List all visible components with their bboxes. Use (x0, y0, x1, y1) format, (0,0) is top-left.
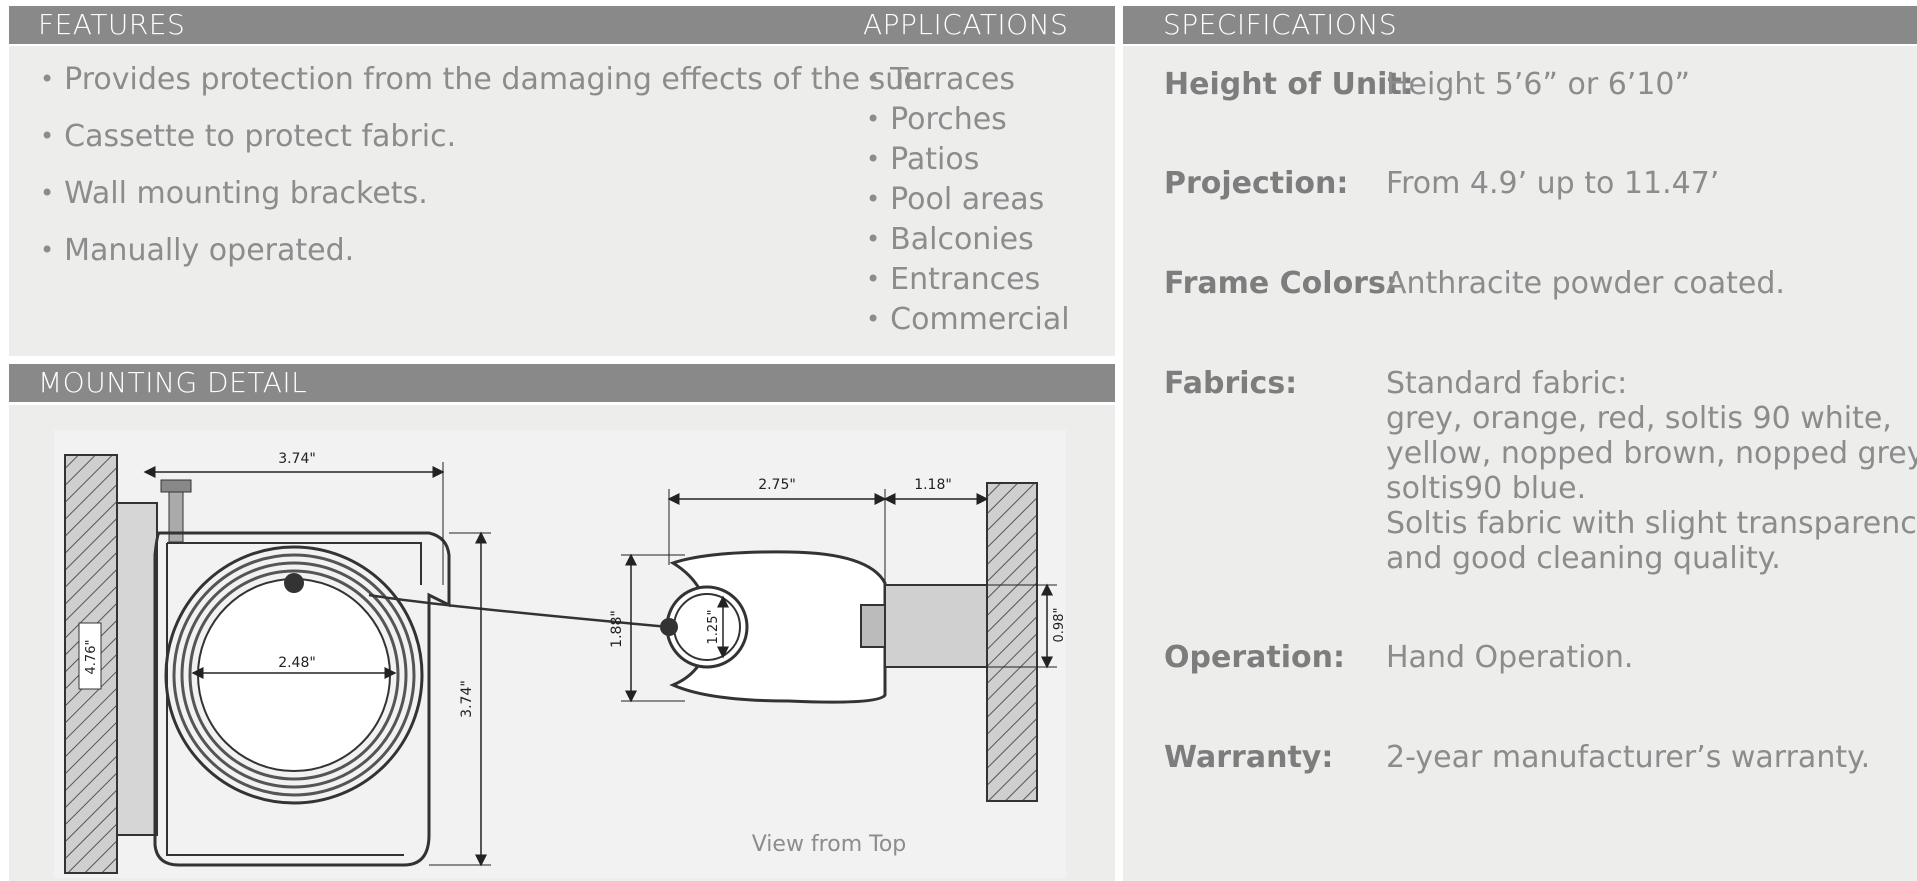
spec-value: From 4.9’ up to 11.47’ (1386, 166, 1720, 201)
cassette-inner (166, 542, 422, 856)
cassette-profile (153, 531, 451, 867)
wall-bracket (116, 502, 158, 836)
fabric-roll-layer (180, 561, 408, 789)
spec-label: Fabrics: (1164, 366, 1298, 401)
fabric-roll-layer (172, 553, 416, 797)
features-list: Provides protection from the damaging ef… (40, 62, 933, 290)
fabric-roll-outer (164, 545, 424, 805)
spec-value: 2-year manufacturer’s warranty. (1386, 740, 1871, 775)
feature-item: Cassette to protect fabric. (40, 119, 933, 176)
fabric-line (368, 593, 670, 629)
application-item: Patios (866, 142, 1070, 182)
roll-core (197, 578, 391, 772)
roll-axle (284, 573, 304, 593)
bracket-label-box (78, 622, 102, 690)
specifications-header-bar: SPECIFICATIONS (1123, 6, 1917, 44)
application-item: Entrances (866, 262, 1070, 302)
dimension-label: 2.48" (278, 655, 316, 671)
specifications-panel (1123, 46, 1917, 881)
dimension-label: 3.74" (459, 680, 475, 718)
features-heading: FEATURES (38, 8, 186, 41)
applications-heading: APPLICATIONS (863, 8, 1069, 41)
mounting-detail-drawing: 4.76" 3.74" 3.74" 2.48" 1.25" 2.75" 1.18… (54, 430, 1067, 878)
fabric-roll-layer (188, 569, 400, 781)
feature-item: Provides protection from the damaging ef… (40, 62, 933, 119)
spec-value: Anthracite powder coated. (1386, 266, 1785, 301)
feature-item: Wall mounting brackets. (40, 176, 933, 233)
spec-value: Standard fabric: grey, orange, red, solt… (1386, 366, 1917, 576)
spec-value: Hand Operation. (1386, 640, 1634, 675)
feature-item: Manually operated. (40, 233, 933, 290)
bar-pivot (660, 618, 678, 636)
spec-label: Frame Colors: (1164, 266, 1398, 301)
mounting-heading: MOUNTING DETAIL (38, 366, 308, 399)
features-header-bar: FEATURES APPLICATIONS (9, 6, 1115, 44)
application-item: Commercial (866, 302, 1069, 342)
spec-label: Operation: (1164, 640, 1345, 675)
right-wall (986, 482, 1038, 802)
specifications-heading: SPECIFICATIONS (1163, 8, 1398, 41)
spec-label: Height of Unit: (1164, 67, 1414, 102)
dimension-label: 2.75" (758, 477, 796, 493)
mounting-header-bar: MOUNTING DETAIL (9, 364, 1115, 402)
mount-block (884, 584, 988, 668)
spec-label: Projection: (1164, 166, 1349, 201)
dimension-label: 3.74" (278, 451, 316, 467)
mount-clip (860, 604, 886, 648)
spec-label: Warranty: (1164, 740, 1334, 775)
dimension-label: 1.88" (609, 610, 625, 648)
applications-list: Terraces Porches Patios Pool areas Balco… (866, 62, 1070, 342)
dimension-label: 1.25" (706, 610, 721, 645)
drawing-caption: View from Top (752, 832, 907, 857)
application-item: Balconies (866, 222, 1070, 262)
application-item: Porches (866, 102, 1070, 142)
bolt-head (160, 479, 192, 493)
spec-value: Height 5’6” or 6’10” (1386, 67, 1691, 102)
dimension-label: 1.18" (914, 477, 952, 493)
dimension-label: 0.98" (1052, 608, 1067, 643)
application-item: Pool areas (866, 182, 1070, 222)
dimension-label: 4.76" (84, 640, 99, 675)
application-item: Terraces (866, 62, 1070, 102)
